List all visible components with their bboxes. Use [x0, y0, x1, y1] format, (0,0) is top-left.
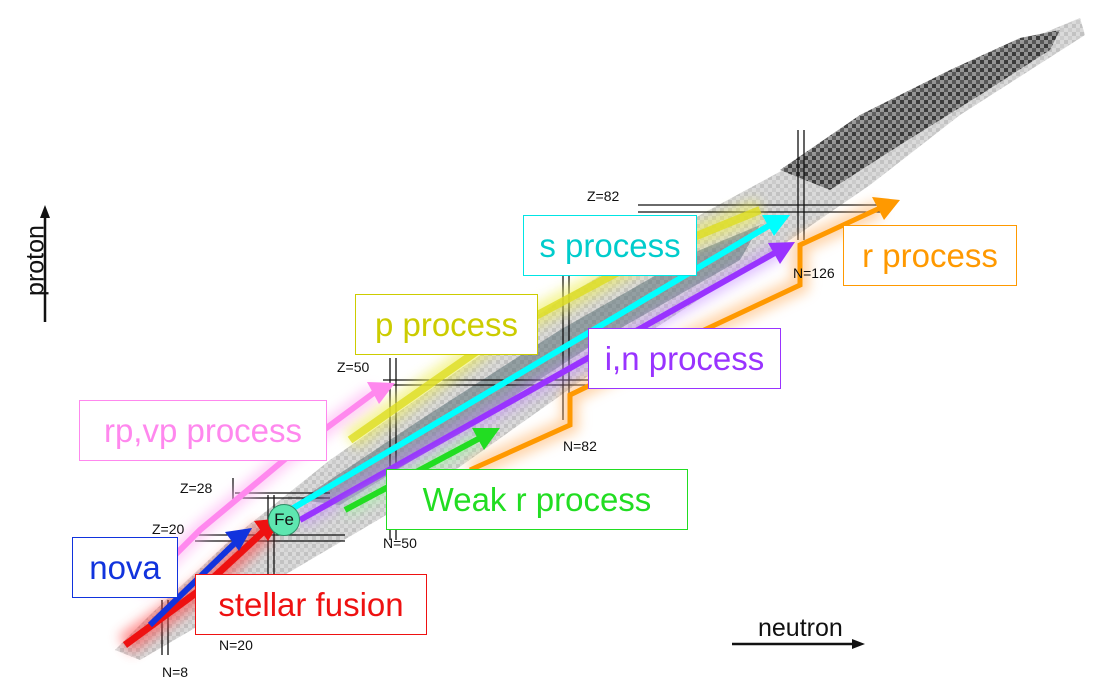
nova-path: [147, 528, 252, 628]
weak-r-process-label: Weak r process: [386, 469, 688, 530]
proton-axis-arrow: [40, 205, 50, 322]
magic-z-50: Z=50: [337, 359, 370, 375]
magic-n-50: N=50: [383, 535, 417, 551]
magic-n-82: N=82: [563, 438, 597, 454]
magic-z-28: Z=28: [180, 480, 213, 496]
s-process-label: s process: [523, 215, 697, 276]
rpvp-process-label: rp,vp process: [79, 400, 327, 461]
neutron-axis-label: neutron: [758, 614, 843, 642]
magic-z-20: Z=20: [152, 521, 185, 537]
stellar-fusion-label: stellar fusion: [195, 574, 427, 635]
in-process-label: i,n process: [588, 328, 781, 389]
in-process-path: [296, 242, 795, 527]
nova-label: nova: [72, 537, 178, 598]
magic-n-126: N=126: [793, 265, 835, 281]
magic-z-82: Z=82: [587, 188, 620, 204]
neutron-axis-arrow: [732, 639, 865, 649]
r-process-label: r process: [843, 225, 1017, 286]
p-process-path: [343, 199, 765, 450]
p-process-label: p process: [355, 294, 538, 355]
proton-axis-label: proton: [21, 225, 50, 296]
magic-n-20: N=20: [219, 637, 253, 653]
fe-marker: Fe: [268, 504, 300, 536]
magic-n-8: N=8: [162, 664, 189, 680]
